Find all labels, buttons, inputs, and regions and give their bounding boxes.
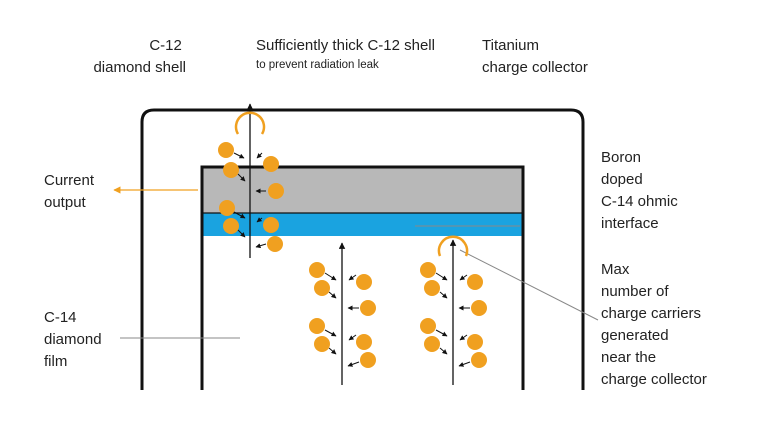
leader-lines [120,225,599,339]
emission-arc-icon [234,111,266,135]
boron-doped-interface [202,213,523,236]
carrier-stack-middle [309,242,376,385]
label-boron-interface: Boron doped C-14 ohmic interface [601,149,682,232]
carrier-stack-right [420,235,487,385]
label-max-carriers: Max number of charge carriers generated … [601,261,707,388]
label-thick-shell: Sufficiently thick C-12 shell [256,37,435,54]
carrier-stack-left [218,103,284,258]
label-titanium: Titanium charge collector [482,37,588,76]
c14-diamond-film-outline [200,165,525,390]
label-c12-shell: C-12 diamond shell [93,37,186,76]
c12-diamond-shell [140,108,585,390]
label-c14-film: C-14 diamond film [44,309,106,370]
emission-arc-icon [437,235,469,257]
label-thick-shell-sub: to prevent radiation leak [256,59,379,71]
label-current-output: Current output [44,172,98,211]
